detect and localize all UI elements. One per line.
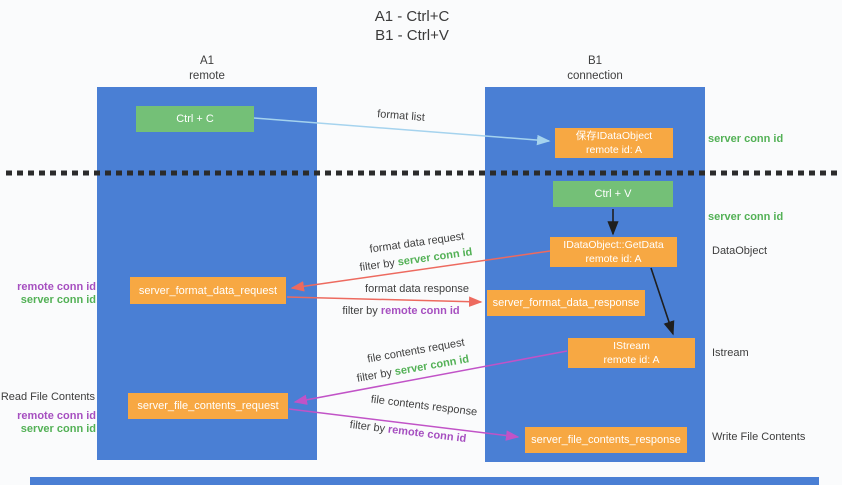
filter-by-text: filter by (349, 418, 386, 436)
ctrl-v-label: Ctrl + V (594, 188, 632, 200)
format-list-edge-label: format list (376, 108, 426, 124)
remote-conn-id-text: remote conn id (387, 423, 467, 446)
remote-conn-id-annotation: remote conn id (17, 410, 96, 422)
lifeline-b1-name: connection (567, 70, 623, 82)
ctrl-c-key-node: Ctrl + C (136, 106, 254, 132)
istream-line1: IStream (613, 340, 650, 352)
save-idataobject-line1: 保存IDataObject (575, 130, 653, 142)
server-conn-id-annotation: server conn id (20, 423, 96, 435)
remote-conn-id-text: remote conn id (380, 305, 460, 317)
filter-by-text: filter by (342, 305, 378, 317)
lifeline-a1-name: remote (189, 70, 225, 82)
server-conn-id-annotation-mid: server conn id (708, 211, 784, 223)
server-format-data-request-node: server_format_data_request (130, 277, 286, 304)
lifeline-b1-id: B1 (587, 55, 603, 67)
getdata-line1: IDataObject::GetData (563, 239, 664, 251)
istream-node: IStream remote id: A (568, 338, 695, 368)
server-file-contents-request-label: server_file_contents_request (137, 400, 279, 412)
filter-by-text: filter by (358, 257, 396, 274)
server-conn-id-annotation: server conn id (20, 294, 96, 306)
lifeline-header-b1: B1 connection (485, 54, 705, 84)
dataobject-annotation: DataObject (712, 245, 768, 257)
ctrl-c-label: Ctrl + C (176, 113, 214, 125)
file-contents-response-edge-label: file contents response (370, 393, 478, 419)
diagram-title: A1 - Ctrl+C B1 - Ctrl+V (0, 7, 824, 45)
conn-id-pair-top: remote conn id server conn id (8, 281, 96, 307)
lifeline-header-a1: A1 remote (97, 54, 317, 84)
istream-line2: remote id: A (603, 354, 660, 366)
getdata-node: IDataObject::GetData remote id: A (550, 237, 677, 267)
remote-conn-id-annotation: remote conn id (17, 281, 96, 293)
save-idataobject-line2: remote id: A (585, 144, 643, 156)
filter-by-text: filter by (355, 366, 393, 385)
server-conn-id-annotation-top: server conn id (708, 133, 784, 145)
title-line-2: B1 - Ctrl+V (375, 27, 449, 44)
save-idataobject-node: 保存IDataObject remote id: A (555, 128, 673, 158)
write-file-contents-annotation: Write File Contents (712, 431, 806, 443)
getdata-line2: remote id: A (585, 253, 642, 265)
server-format-data-request-label: server_format_data_request (138, 284, 278, 297)
format-data-response-edge-label: format data response (365, 283, 469, 295)
title-line-1: A1 - Ctrl+C (374, 8, 450, 25)
server-format-data-response-node: server_format_data_response (487, 290, 645, 316)
istream-annotation: Istream (712, 347, 749, 359)
ctrl-v-key-node: Ctrl + V (553, 181, 673, 207)
server-format-data-response-label: server_format_data_response (492, 297, 640, 309)
lifeline-a1-id: A1 (199, 55, 215, 67)
bottom-blue-bar (30, 477, 819, 485)
conn-id-pair-bottom: remote conn id server conn id (8, 410, 96, 436)
read-file-contents-annotation: Read File Contents (0, 391, 95, 403)
server-file-contents-request-node: server_file_contents_request (128, 393, 288, 419)
server-file-contents-response-label: server_file_contents_response (531, 434, 681, 446)
server-file-contents-response-node: server_file_contents_response (525, 427, 687, 453)
